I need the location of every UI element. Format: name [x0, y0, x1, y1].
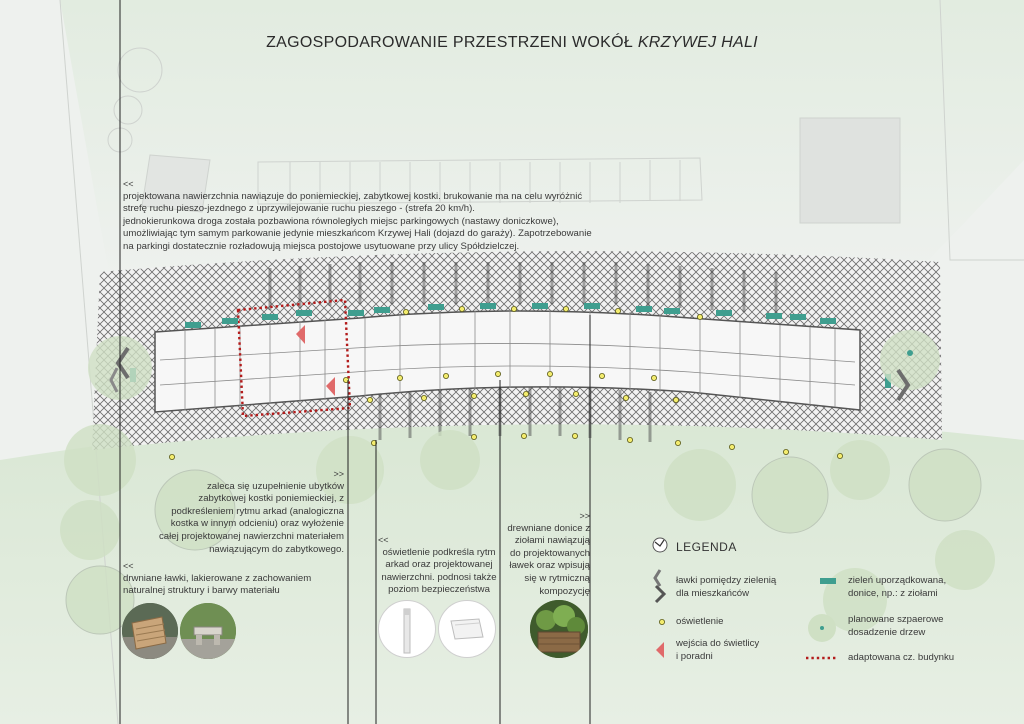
bench-photo-2: [180, 603, 236, 659]
lamp-post-photo: [378, 600, 436, 658]
planters-north: [130, 303, 891, 388]
planters-note: >> drewniane donice z ziołami nawiązują …: [494, 510, 590, 598]
concrete-bench-icon: [180, 603, 236, 659]
legend-line: zieleń uporządkowana,: [848, 575, 947, 586]
legend-line: donice, np.: z ziołami: [848, 587, 938, 599]
note-line: oświetlenie podkreśla rytm: [382, 546, 496, 558]
note-line: poziom bezpieczeństwa: [388, 584, 490, 596]
legend-line: wejścia do świetlicy: [676, 638, 760, 649]
herb-planter-photo: [530, 600, 588, 658]
arrow-marker: <<: [123, 561, 134, 571]
note-line: zaleca się uzupełnienie ubytków: [206, 480, 344, 492]
note-line: na parkingi dostatecznie rozładowują mie…: [123, 240, 520, 252]
surface-note: << projektowana nawierzchnia nawiązuje d…: [123, 178, 592, 254]
arrow-marker: <<: [378, 535, 389, 545]
benches-note: << drwniane ławki, lakierowane z zachowa…: [123, 560, 311, 598]
bench-chevron-icon: [109, 367, 119, 393]
note-line: kompozycję: [539, 585, 590, 597]
legend-entrances: wejścia do świetlicy i poradni: [676, 638, 759, 663]
note-line: ziołami nawiązują: [514, 535, 590, 547]
note-line: całej projektowanej nawierzchni materiał…: [158, 530, 344, 542]
note-line: umożliwiając tym samym parkowanie jedyni…: [123, 228, 592, 240]
bench-photo-1: [122, 603, 178, 659]
note-line: drwniane ławki, lakierowane z zachowanie…: [123, 572, 312, 584]
note-line: strefę ruchu pieszo-jezdnego z uprzywile…: [123, 203, 475, 215]
note-line: nawiązującym do zabytkowego.: [209, 543, 344, 555]
herb-planter-icon: [530, 600, 588, 658]
leader-lines: [119, 0, 591, 724]
arrow-marker: <<: [123, 179, 134, 189]
wall-lamp-photo: [438, 600, 496, 658]
legend-greenery: zieleń uporządkowana, donice, np.: z zio…: [848, 575, 946, 600]
note-line: naturalnej struktury i barwy materiału: [123, 585, 280, 597]
note-line: kostka w innym odcieniu) oraz wyłożenie: [170, 518, 344, 530]
legend-line: dosadzenie drzew: [848, 626, 926, 638]
arrow-marker: >>: [579, 511, 590, 521]
page-title: ZAGOSPODAROWANIE PRZESTRZENI WOKÓŁ KRZYW…: [266, 34, 758, 51]
wooden-bench-icon: [122, 603, 178, 659]
note-line: do projektowanych: [510, 547, 590, 559]
trees: [60, 330, 995, 634]
adapted-building-part-outline: [236, 298, 352, 418]
arrow-marker: >>: [333, 469, 344, 479]
paving-note: >> zaleca się uzupełnienie ubytków zabyt…: [140, 468, 344, 556]
legend-line: adaptowana cz. budynku: [848, 652, 955, 663]
note-line: podkreśleniem rytmu arkad (analogiczna: [171, 505, 344, 517]
lamp-post-icon: [403, 608, 411, 654]
note-line: ławek oraz wpisują: [509, 560, 590, 572]
note-line: jednokierunkowa droga została pozbawiona…: [123, 215, 559, 227]
legend-line: dla mieszkańców: [676, 587, 750, 599]
entrance-marker: [296, 325, 305, 344]
entrance-marker: [326, 377, 335, 396]
legend-trees: planowane szpaerowe dosadzenie drzew: [848, 614, 943, 639]
note-line: drewniane donice z: [507, 522, 590, 534]
legend-adapted: adaptowana cz. budynku: [848, 652, 954, 665]
legend-lighting: oświetlenie: [676, 616, 723, 629]
street-lamps: [168, 305, 844, 460]
note-line: się w rytmiczną: [524, 572, 590, 584]
legend-title: LEGENDA: [676, 540, 737, 554]
legend-line: planowane szpaerowe: [848, 614, 944, 625]
note-line: nawierzchni. podnosi także: [381, 571, 497, 583]
bench-chevron-icon: [896, 368, 911, 402]
legend-line: i poradni: [676, 650, 713, 662]
legend-line: ławki pomiędzy zielenią: [676, 575, 777, 586]
note-line: arkad oraz projektowanej: [385, 559, 493, 571]
background-outlines: [59, 0, 1024, 724]
building-interior-walls: [159, 310, 856, 410]
legend-benches: ławki pomiędzy zielenią dla mieszkańców: [676, 575, 776, 600]
north-green-area: [60, 0, 1024, 280]
tree-outlines: [65, 448, 982, 635]
note-line: zabytkowej kostki poniemieckiej, z: [198, 493, 344, 505]
tree-center-marker: [907, 350, 913, 356]
legend-line: oświetlenie: [676, 616, 724, 627]
lighting-note: << oświetlenie podkreśla rytm arkad oraz…: [378, 534, 500, 597]
legend-symbols: [652, 537, 838, 660]
bench-chevron-icon: [115, 346, 130, 380]
note-line: projektowana nawierzchnia nawiązuje do p…: [123, 190, 583, 202]
wall-lamp-icon: [450, 618, 484, 640]
